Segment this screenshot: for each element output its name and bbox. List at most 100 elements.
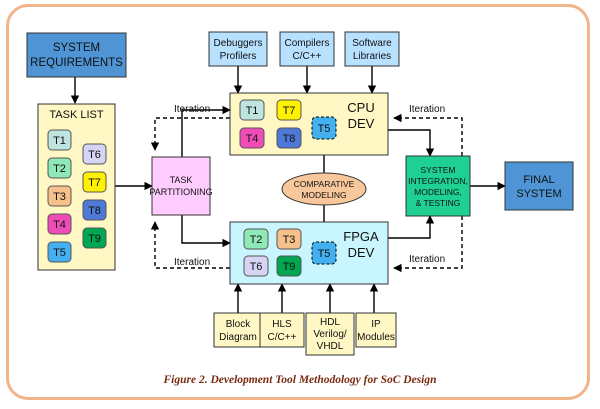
fpga-task-t6-label: T6 xyxy=(250,261,263,273)
fpga-tool-hdl: HDL Verilog/ VHDL xyxy=(305,312,355,356)
comparative-modeling-line-1: COMPARATIVE xyxy=(294,179,355,189)
system-requirements-line-2: REQUIREMENTS xyxy=(30,57,123,69)
fpga-tool-hdl-line-1: HDL xyxy=(320,317,340,328)
fpga-dev-title-line-2: DEV xyxy=(348,245,375,260)
fpga-task-t9-label: T9 xyxy=(283,261,296,273)
iteration-label-top-left: Iteration xyxy=(174,104,210,115)
fpga-task-t3-label: T3 xyxy=(283,234,296,246)
cpu-task-t5-label: T5 xyxy=(318,123,331,135)
task-list-tile-t8 xyxy=(82,199,107,221)
task-partitioning-line-2: PARTITIONING xyxy=(149,187,212,197)
iteration-loop-right-bottom xyxy=(393,216,463,273)
task-list-tile-t6-label: T6 xyxy=(88,149,101,161)
cpu-tool-debuggers-line-1: Debuggers xyxy=(214,38,263,49)
task-list-tile-t7-label: T7 xyxy=(88,177,101,189)
task-list-tile-t5 xyxy=(47,241,72,263)
task-list-tile-t4-label: T4 xyxy=(53,219,66,231)
fpga-dev-title-line-1: FPGA xyxy=(343,229,379,244)
integration-line-3: MODELING, xyxy=(414,187,462,197)
task-list-tile-t1 xyxy=(47,129,72,151)
iteration-label-top-right: Iteration xyxy=(409,104,445,115)
task-list-tile-t1-label: T1 xyxy=(53,135,66,147)
iteration-loop-left-bottom xyxy=(150,221,230,269)
cpu-task-t7-label: T7 xyxy=(283,105,296,117)
system-integration-box: SYSTEM INTEGRATION, MODELING, & TESTING xyxy=(405,155,471,217)
fpga-task-t5-label: T5 xyxy=(318,248,331,260)
iteration-loop-right-top xyxy=(393,113,463,156)
task-list-tile-t8-label: T8 xyxy=(88,205,101,217)
task-list-tile-t6 xyxy=(82,143,107,165)
cpu-task-t1-label: T1 xyxy=(246,105,259,117)
cpu-task-t4 xyxy=(239,127,265,149)
task-partitioning-line-1: TASK xyxy=(170,175,193,185)
fpga-tool-hls-line-1: HLS xyxy=(272,319,292,330)
fpga-task-t9 xyxy=(276,255,302,277)
task-list-tile-t3-label: T3 xyxy=(53,191,66,203)
task-list-tile-t5-label: T5 xyxy=(53,247,66,259)
fpga-task-t2 xyxy=(243,228,269,250)
iteration-label-bottom-left: Iteration xyxy=(174,257,210,268)
cpu-tool-libraries: Software Libraries xyxy=(344,31,400,67)
task-list-tile-t9 xyxy=(82,227,107,249)
cpu-tool-debuggers: Debuggers Profilers xyxy=(208,31,268,67)
cpu-task-t1 xyxy=(239,99,265,121)
cpu-task-t7 xyxy=(276,99,302,121)
final-system-line-1: FINAL xyxy=(523,174,554,186)
fpga-tool-ip-line-2: Modules xyxy=(357,332,395,343)
iteration-loop-left-top xyxy=(150,117,230,151)
cpu-task-t8 xyxy=(276,127,302,149)
arrow-fpga-to-integration xyxy=(388,215,435,239)
figure-caption: Figure 2. Development Tool Methodology f… xyxy=(162,374,436,386)
fpga-tool-hdl-line-2: Verilog/ xyxy=(313,329,347,340)
cpu-task-t8-label: T8 xyxy=(283,133,296,145)
fpga-task-t3 xyxy=(276,228,302,250)
task-partitioning-box: TASK PARTITIONING xyxy=(149,156,213,216)
task-list-tile-t2-label: T2 xyxy=(53,163,66,175)
cpu-tool-libraries-line-2: Libraries xyxy=(353,51,391,62)
task-list-title: TASK LIST xyxy=(49,109,103,121)
system-requirements-line-1: SYSTEM xyxy=(53,42,100,54)
cpu-task-t4-label: T4 xyxy=(246,133,259,145)
fpga-task-t5-shared xyxy=(311,241,337,265)
cpu-dev-title-line-2: DEV xyxy=(348,116,375,131)
fpga-task-t6 xyxy=(243,255,269,277)
cpu-dev-title-line-1: CPU xyxy=(347,100,374,115)
final-system-line-2: SYSTEM xyxy=(516,188,561,200)
fpga-tool-ip-line-1: IP xyxy=(371,319,381,330)
fpga-tool-ip-modules: IP Modules xyxy=(355,312,397,348)
task-list-tile-t4 xyxy=(47,213,72,235)
cpu-tool-compilers: Compilers C/C++ xyxy=(279,31,335,67)
integration-line-1: SYSTEM xyxy=(421,165,456,175)
comparative-modeling-line-2: MODELING xyxy=(301,190,346,200)
fpga-tool-block-diagram-line-2: Diagram xyxy=(219,332,257,343)
comparative-modeling-oval: COMPARATIVE MODELING xyxy=(281,172,367,206)
integration-line-4: & TESTING xyxy=(416,198,461,208)
cpu-tool-libraries-line-1: Software xyxy=(352,38,392,49)
integration-line-2: INTEGRATION, xyxy=(408,176,468,186)
iteration-label-bottom-right: Iteration xyxy=(409,254,445,265)
cpu-tool-compilers-line-1: Compilers xyxy=(284,38,329,49)
fpga-task-t2-label: T2 xyxy=(250,234,263,246)
fpga-tool-block-diagram-line-1: Block xyxy=(226,319,251,330)
connectors xyxy=(70,66,506,313)
task-list-tile-t9-label: T9 xyxy=(88,233,101,245)
task-list-tile-t2 xyxy=(47,157,72,179)
cpu-task-t5-shared xyxy=(311,116,337,140)
final-system-box: FINAL SYSTEM xyxy=(504,161,574,211)
task-list-tile-t3 xyxy=(47,185,72,207)
arrow-partitioning-to-cpu xyxy=(181,105,231,157)
fpga-tool-hls: HLS C/C++ xyxy=(259,312,305,348)
cpu-tool-compilers-line-2: C/C++ xyxy=(293,51,322,62)
cpu-dev-box: CPU DEV T1 T7 T4 T8 T5 xyxy=(229,92,389,156)
fpga-tool-hdl-line-3: VHDL xyxy=(317,341,344,352)
system-requirements-box: SYSTEM REQUIREMENTS xyxy=(26,32,127,78)
fpga-tool-block-diagram: Block Diagram xyxy=(213,312,263,348)
cpu-tool-debuggers-line-2: Profilers xyxy=(220,51,257,62)
task-list-tile-t7 xyxy=(82,171,107,193)
arrow-partitioning-to-fpga xyxy=(181,215,231,248)
arrow-cpu-to-integration xyxy=(388,129,435,157)
fpga-tool-hls-line-2: C/C++ xyxy=(268,332,297,343)
